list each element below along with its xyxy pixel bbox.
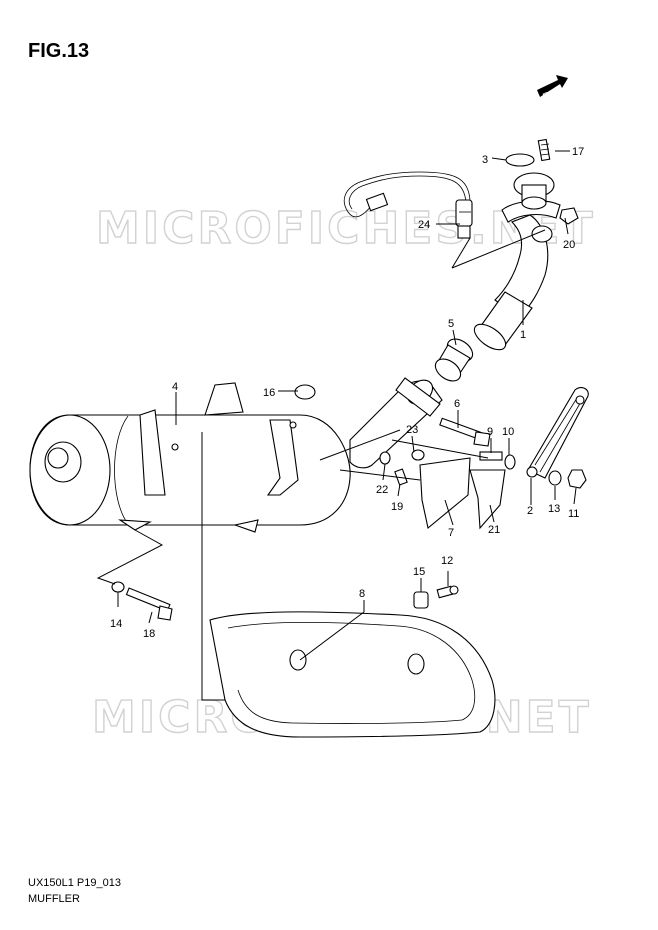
callout-23: 23 [406,424,418,436]
bolt-18[interactable] [125,587,173,621]
fwd-arrow-icon: FWD [537,75,568,100]
heat-shield-7[interactable] [419,457,471,530]
nut-11[interactable] [567,469,587,489]
exhaust-nut[interactable] [559,207,579,225]
stud-9[interactable] [479,451,503,461]
washer-22[interactable] [379,451,391,465]
heat-protector-cover[interactable] [209,611,496,738]
callout-9: 9 [487,426,493,438]
callout-3: 3 [482,154,488,166]
gasket[interactable] [505,153,535,167]
heat-shield-21[interactable] [469,469,506,530]
mounting-bolt-6[interactable] [439,417,491,447]
callout-5: 5 [448,318,454,330]
callout-20: 20 [563,239,575,251]
washer-10[interactable] [504,454,516,470]
washer-13[interactable] [548,470,562,486]
figure-code: UX150L1 P19_013 [28,877,121,889]
bolt-19[interactable] [394,468,408,486]
callout-15: 15 [413,566,425,578]
oxygen-sensor[interactable] [343,171,473,239]
grommet-15[interactable] [413,591,429,609]
callout-22: 22 [376,484,388,496]
callout-19: 19 [391,501,403,513]
stud-bolt[interactable] [537,138,551,162]
callout-17: 17 [572,146,584,158]
exhaust-pipe[interactable] [470,172,561,355]
callout-11: 11 [568,508,579,520]
callout-2: 2 [527,505,533,517]
callout-1: 1 [520,329,526,341]
callout-7: 7 [448,527,454,539]
callout-24: 24 [418,219,430,231]
callout-16: 16 [263,387,275,399]
washer-23[interactable] [411,449,425,461]
callout-8: 8 [359,588,365,600]
leader-line [451,237,471,269]
muffler[interactable] [29,375,443,533]
callout-10: 10 [502,426,514,438]
callout-4: 4 [172,381,178,393]
figure-name: MUFFLER [28,893,80,905]
connector-gasket[interactable] [431,335,476,386]
callout-12: 12 [441,555,453,567]
muffler-bracket[interactable] [526,387,589,479]
screw-12[interactable] [436,585,459,599]
rubber-cap[interactable] [294,384,316,400]
callout-21: 21 [488,524,500,536]
callout-18: 18 [143,628,155,640]
figure-title: FIG.13 [28,40,90,62]
leader-line [451,229,546,269]
callout-14: 14 [110,618,122,630]
callout-6: 6 [454,398,460,410]
callout-13: 13 [548,503,560,515]
